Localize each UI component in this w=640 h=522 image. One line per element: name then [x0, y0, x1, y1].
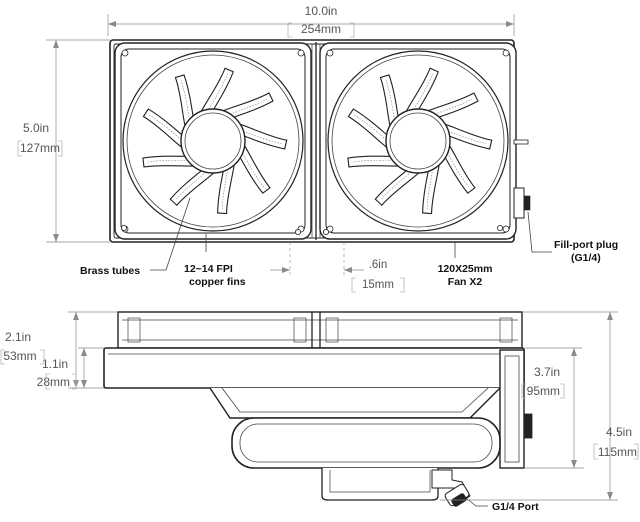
total-height-in-label: 2.1in — [5, 330, 31, 344]
fan-label-line2: Fan X2 — [448, 276, 483, 288]
fan-left — [115, 43, 311, 239]
pump-housing — [209, 387, 501, 419]
reservoir — [231, 417, 501, 469]
fan-label-line1: 120X25mm — [438, 263, 493, 275]
brass-tubes-label: Brass tubes — [80, 265, 140, 277]
height-mm-label: 127mm — [20, 141, 60, 155]
gap-mm-label: 15mm — [362, 279, 394, 291]
overall-height-in-label: 4.5in — [606, 425, 632, 439]
fan-height-mm-label: 28mm — [37, 375, 70, 389]
width-in-label: 10.0in — [305, 4, 338, 18]
body-height-mm-label: 95mm — [527, 384, 560, 398]
total-height-mm-label: 53mm — [3, 349, 36, 363]
fill-port-label-line2: (G1/4) — [571, 252, 601, 264]
fill-port-label-line1: Fill-port plug — [554, 239, 618, 251]
fan-height-in-label: 1.1in — [42, 357, 68, 371]
overall-height-mm-label: 115mm — [598, 445, 637, 459]
gap-in-label: .6in — [369, 259, 388, 271]
width-mm-label: 254mm — [301, 22, 341, 36]
body-height-in-label: 3.7in — [534, 365, 560, 379]
fpi-label-line2: copper fins — [189, 276, 246, 288]
fill-port-plug — [513, 139, 531, 219]
fan-right — [320, 43, 516, 239]
top-view: 10.0in 254mm 5.0in 127mm — [17, 4, 618, 293]
g14-port-label: G1/4 Port — [492, 501, 539, 513]
fpi-label-line1: 12~14 FPI — [184, 263, 233, 275]
side-view: G1/4 Port 2.1in 53mm 1.1in 28mm 3.7in 95… — [0, 311, 639, 513]
height-in-label: 5.0in — [23, 121, 49, 135]
